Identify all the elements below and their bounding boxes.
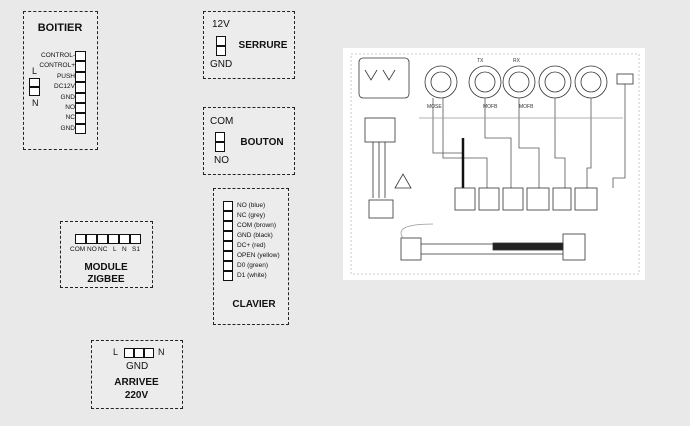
zigbee-pin-label: N [122,246,127,253]
clavier-pin-label: NC (grey) [237,212,266,219]
clavier-pin-terminal [223,221,233,231]
wiring-schematic: TX RX MOSE MOFB MOFB [343,48,645,280]
clavier-box: NO (blue) NC (grey) COM (brown) GND (black)… [213,188,289,325]
arrivee-title-line1: ARRIVEE [114,377,159,388]
zigbee-pin-label: S1 [132,246,140,253]
boitier-pin-label: PUSH [56,72,75,80]
serrure-terminal-top [216,36,226,46]
boitier-pin-terminal [75,92,86,103]
boitier-switch-l-label: L [32,66,38,76]
boitier-pin-terminal [75,51,86,62]
clavier-pin-terminal [223,211,233,221]
boitier-switch-top [29,78,40,87]
arrivee-terminal-2 [134,348,144,358]
bouton-no-label: NO [214,155,229,166]
zigbee-title-line1: MODULE [84,262,128,273]
schematic-tx-label: TX [477,58,484,64]
clavier-pin-label: D1 (white) [237,272,267,279]
zigbee-pin-label: COM [70,246,86,253]
zigbee-terminal [75,234,86,244]
clavier-pin-terminal [223,231,233,241]
boitier-pin-terminal [75,123,86,135]
arrivee-box: L N GND ARRIVEE 220V [91,340,183,409]
serrure-title: SERRURE [238,40,288,51]
zigbee-terminal [86,234,97,244]
zigbee-terminal [119,234,130,244]
clavier-pin-label: D0 (green) [237,262,269,269]
boitier-pin-terminal [75,61,86,72]
zigbee-pin-label: NO [87,246,97,253]
clavier-pin-label: DC+ (red) [237,242,266,249]
serrure-12v-label: 12V [212,19,230,30]
boitier-switch-n-label: N [32,98,39,108]
arrivee-terminal-1 [124,348,134,358]
schematic-mofb-label-1: MOFB [483,104,498,110]
clavier-pin-terminal [223,271,233,281]
wiring-schematic-svg: TX RX MOSE MOFB MOFB [350,53,640,275]
clavier-pin-label: OPEN (yellow) [237,252,280,259]
boitier-pin-label: GND [60,124,75,132]
clavier-pin-terminal [223,241,233,251]
arrivee-gnd-label: GND [126,361,149,372]
zigbee-pin-label: NC [98,246,108,253]
arrivee-n-label: N [158,347,165,357]
bouton-box: COM NO BOUTON [203,107,295,175]
boitier-pin-terminal [75,82,86,93]
clavier-pin-label: GND (black) [237,232,273,239]
boitier-pin-label: DC12V [54,83,75,91]
boitier-pin-label: CONTROL+ [39,62,75,70]
arrivee-terminal-3 [144,348,154,358]
clavier-pin-label: COM (brown) [237,222,277,229]
zigbee-terminal [130,234,141,244]
schematic-mofb-label-2: MOFB [519,104,534,110]
boitier-pin-label: GND [60,93,75,101]
clavier-pin-terminal [223,261,233,271]
clavier-title: CLAVIER [232,299,276,310]
clavier-pin-label: NO (blue) [237,202,266,209]
bouton-terminal-bottom [215,142,225,152]
zigbee-terminal [108,234,119,244]
clavier-pin-terminal [223,251,233,261]
boitier-pin-label: NO [65,104,75,111]
boitier-box: BOITIER L N CONTROL- CONTROL+ PUSH DC12V GND… [23,11,98,150]
zigbee-pin-label: L [113,246,117,253]
serrure-terminal-bottom [216,46,226,56]
boitier-switch-bottom [29,87,40,96]
zigbee-terminal [97,234,108,244]
bouton-terminal-top [215,132,225,142]
boitier-title: BOITIER [37,22,83,34]
bouton-com-label: COM [210,116,234,127]
boitier-pin-terminal [75,103,86,114]
arrivee-title-line2: 220V [124,390,149,401]
boitier-pin-label: NC [65,114,75,122]
serrure-box: 12V GND SERRURE [203,11,295,79]
clavier-pin-terminal [223,201,233,211]
boitier-pin-label: CONTROL- [41,52,75,59]
arrivee-l-label: L [113,347,119,357]
boitier-pin-terminal [75,113,86,124]
schematic-rx-label: RX [513,58,521,64]
serrure-gnd-label: GND [210,59,233,70]
zigbee-title-line2: ZIGBEE [87,274,125,285]
boitier-pin-terminal [75,71,86,83]
schematic-mose-label: MOSE [427,104,442,110]
bouton-title: BOUTON [240,137,284,148]
